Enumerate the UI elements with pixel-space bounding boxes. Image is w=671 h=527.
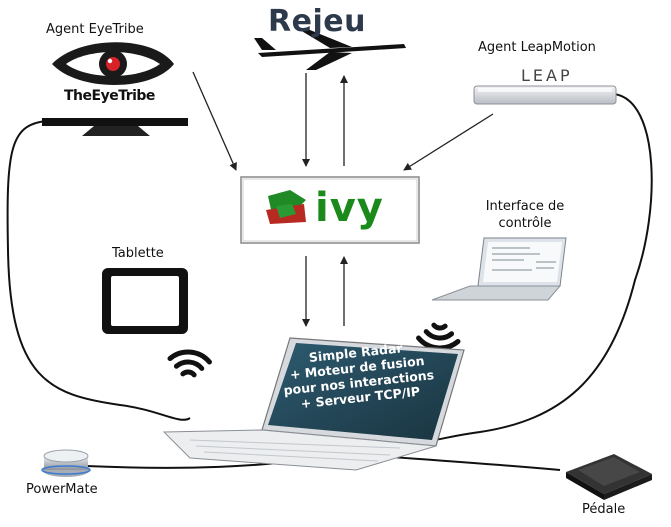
tablet-icon xyxy=(102,268,188,334)
powermate-label: PowerMate xyxy=(26,482,98,497)
eyetribe-agent-label: Agent EyeTribe xyxy=(46,22,144,37)
eyetribe-cable xyxy=(6,120,191,421)
control-label-line2: contrôle xyxy=(498,216,552,231)
control-label-line1: Interface de xyxy=(485,199,565,214)
pedal-icon xyxy=(566,454,652,500)
leap-device-icon xyxy=(473,85,617,105)
eye-logo-icon xyxy=(52,42,174,85)
leap-cable xyxy=(431,93,653,441)
airplane-icon xyxy=(254,30,406,70)
rejeu-title: Rejeu xyxy=(268,4,366,39)
leap-agent-label: Agent LeapMotion xyxy=(478,40,596,55)
laptop-icon xyxy=(162,337,465,471)
arrows xyxy=(192,71,494,327)
pedal-label: Pédale xyxy=(582,502,626,517)
ivy-logo-text: ivy xyxy=(315,185,384,231)
arrow-eyetribe-to-ivy xyxy=(192,71,237,171)
ivy-logo-icon xyxy=(266,190,306,224)
eyetribe-logo-text: TheEyeTribe xyxy=(64,88,155,104)
knob-icon xyxy=(41,449,91,477)
leap-logo-text: LEAP xyxy=(521,66,573,85)
tablet-label: Tablette xyxy=(112,246,164,261)
control-laptop-icon xyxy=(431,237,567,301)
wifi-icon xyxy=(167,349,212,378)
arrow-leap-to-ivy xyxy=(403,113,494,171)
eye-tracker-device-icon xyxy=(42,118,188,136)
control-interface-label: Interface de contrôle xyxy=(470,198,580,232)
